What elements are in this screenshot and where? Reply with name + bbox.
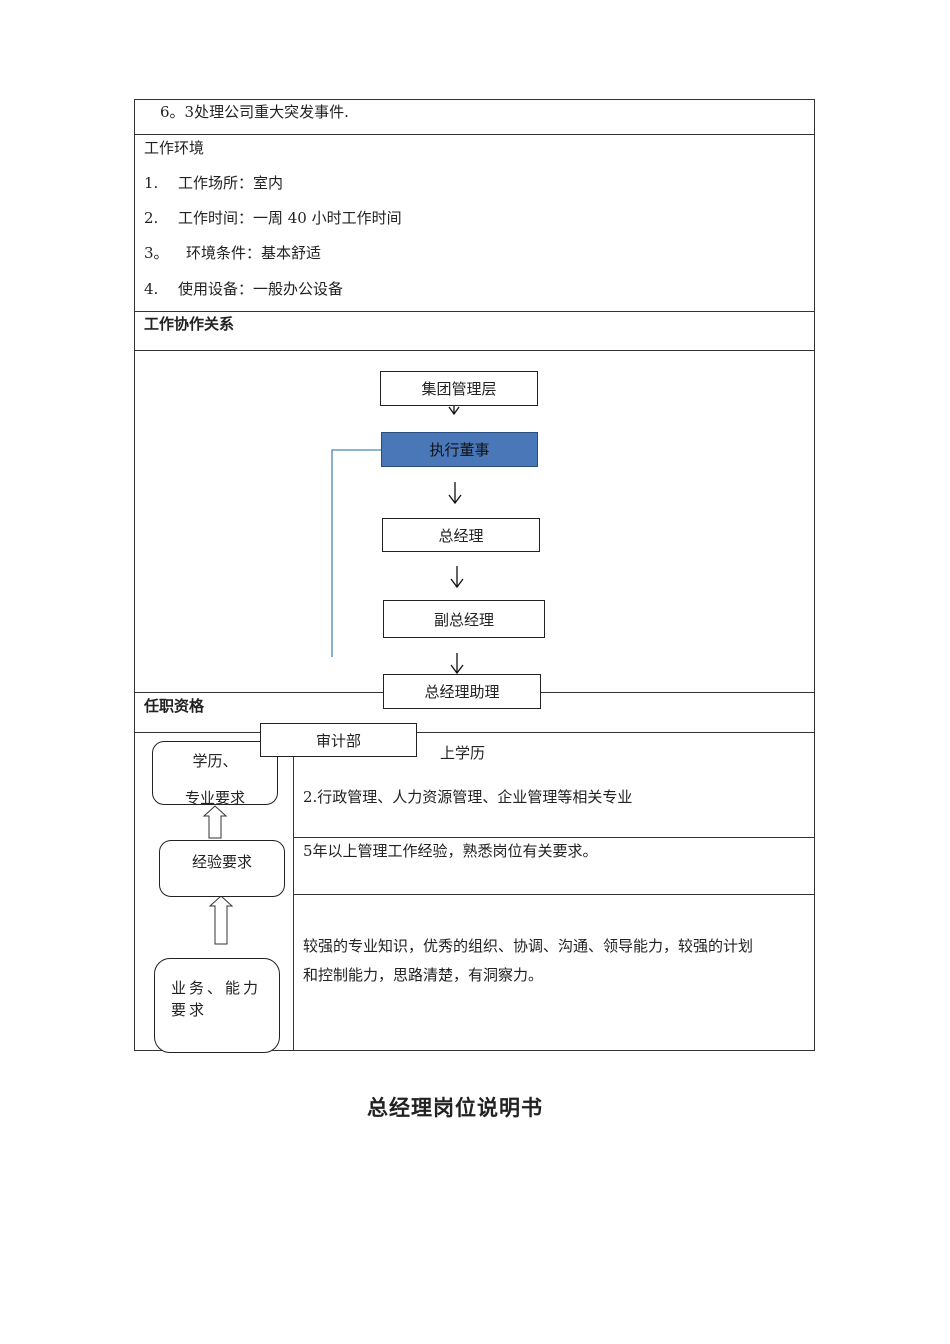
environment-item-num: 3。 [144,244,169,262]
org-node-audit-department: 审计部 [260,723,417,757]
arrow-down-icon [448,482,462,505]
org-node-general-manager: 总经理 [382,518,540,552]
row-divider [294,837,815,838]
experience-label: 经验要求 [191,853,252,871]
education-major-text: 2.行政管理、人力资源管理、企业管理等相关专业 [303,788,633,806]
education-degree-text: 上学历 [440,744,486,762]
environment-item: 工作时间：一周 40 小时工作时间 [178,209,402,227]
education-requirement-box: 学历、 专业要求 [152,741,278,805]
audit-connector-line [331,449,381,657]
environment-heading: 工作环境 [144,139,205,157]
environment-item-num: 4. [144,280,159,298]
arrow-down-icon [450,566,464,589]
row-divider [134,1050,815,1051]
row-divider [134,732,815,733]
ability-requirement-box: 业务、能力要求 [154,958,280,1053]
experience-text: 5年以上管理工作经验，熟悉岗位有关要求。 [303,842,598,860]
org-node-gm-assistant: 总经理助理 [383,674,541,709]
ability-label: 业务、能力要求 [171,979,262,1019]
row-divider [134,134,815,135]
ability-text-line1: 较强的专业知识，优秀的组织、协调、沟通、领导能力，较强的计划 [303,937,754,955]
education-label-cut: 专业要求 [184,789,245,805]
environment-item: 使用设备：一般办公设备 [178,280,344,298]
responsibility-line: 6。3处理公司重大突发事件. [160,103,349,121]
environment-item-num: 2. [144,209,159,227]
table-left-border [134,99,135,1051]
row-divider [134,99,815,100]
experience-requirement-box: 经验要求 [159,840,285,897]
row-divider [294,894,815,895]
table-right-border [814,99,815,1051]
environment-item-num: 1. [144,174,159,192]
environment-item: 环境条件：基本舒适 [186,244,322,262]
collaboration-heading: 工作协作关系 [144,315,235,333]
hollow-up-arrow-icon [202,805,228,839]
qualifications-heading: 任职资格 [144,697,205,715]
row-divider [134,311,815,312]
row-divider [134,350,815,351]
org-node-group-management: 集团管理层 [380,371,538,406]
ability-text-line2: 和控制能力，思路清楚，有洞察力。 [303,966,544,984]
column-divider [293,732,294,1051]
education-label: 学历、 [192,752,238,770]
org-node-executive-director: 执行董事 [381,432,538,467]
arrow-down-icon [450,653,464,675]
org-node-deputy-gm: 副总经理 [383,600,545,638]
environment-item: 工作场所：室内 [178,174,284,192]
hollow-up-arrow-icon [208,895,234,945]
document-title: 总经理岗位说明书 [367,1096,543,1120]
